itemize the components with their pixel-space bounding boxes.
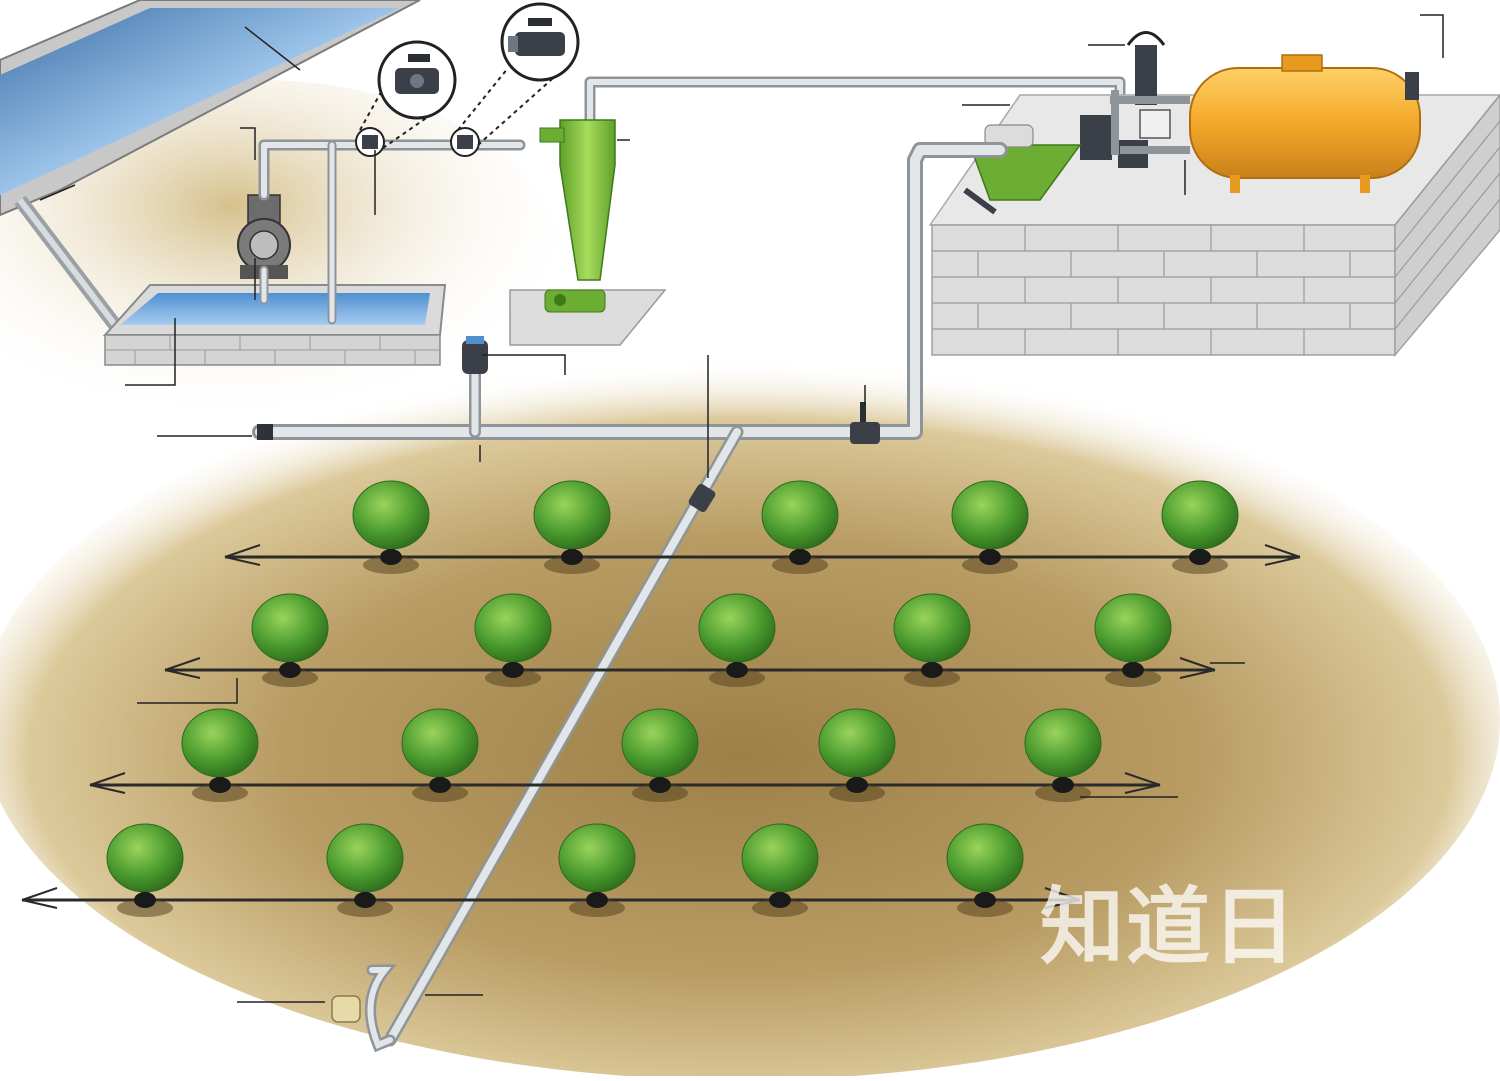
tree-icon bbox=[474, 593, 552, 687]
dripper-icon bbox=[726, 662, 748, 678]
dripper-icon bbox=[561, 549, 583, 565]
tree-icon bbox=[533, 480, 611, 574]
tree-icon bbox=[761, 480, 839, 574]
tree-icon bbox=[741, 823, 819, 917]
tree-icon bbox=[698, 593, 776, 687]
fertilizer-tank bbox=[1189, 54, 1421, 193]
dripper-icon bbox=[789, 549, 811, 565]
dripper-icon bbox=[354, 892, 376, 908]
dripper-icon bbox=[979, 549, 1001, 565]
tree-icon bbox=[1024, 708, 1102, 802]
dripper-icon bbox=[921, 662, 943, 678]
dripper-icon bbox=[134, 892, 156, 908]
tree-icon bbox=[1094, 593, 1172, 687]
water-pool bbox=[102, 284, 447, 366]
dripper-icon bbox=[502, 662, 524, 678]
main-pipe bbox=[252, 142, 1008, 440]
dripper-icon bbox=[769, 892, 791, 908]
ball-valve-zoom-1 bbox=[377, 40, 457, 120]
tree-icon bbox=[558, 823, 636, 917]
tree-icon bbox=[1161, 480, 1239, 574]
dripper-icon bbox=[846, 777, 868, 793]
tree-icon bbox=[401, 708, 479, 802]
ball-valve-zoom-2 bbox=[500, 2, 580, 82]
dripper-icon bbox=[649, 777, 671, 793]
tree-icon bbox=[251, 593, 329, 687]
leader-lines bbox=[39, 14, 1444, 1003]
ball-valve-icon bbox=[355, 127, 480, 157]
dripper-icon bbox=[1052, 777, 1074, 793]
tree-icon bbox=[946, 823, 1024, 917]
dripper-icon bbox=[209, 777, 231, 793]
dripper-icon bbox=[380, 549, 402, 565]
pipe-end-cap bbox=[257, 424, 273, 440]
sub-main-pipe bbox=[364, 425, 744, 1053]
dripper-icon bbox=[586, 892, 608, 908]
dripper-icon bbox=[1122, 662, 1144, 678]
dripper-icon bbox=[974, 892, 996, 908]
tree-rows bbox=[106, 480, 1239, 917]
flush-valve bbox=[331, 995, 361, 1023]
water-pump-icon bbox=[237, 194, 291, 279]
pump-pipes bbox=[258, 76, 1126, 325]
tree-icon bbox=[621, 708, 699, 802]
tree-icon bbox=[951, 480, 1029, 574]
dripper-icon bbox=[429, 777, 451, 793]
drip-lateral-lines bbox=[22, 555, 1300, 902]
dripper-icon bbox=[1189, 549, 1211, 565]
fertilizer-pipe bbox=[1110, 90, 1190, 155]
screen-filter bbox=[963, 124, 1082, 215]
tree-icon bbox=[106, 823, 184, 917]
hydrocyclone-separator bbox=[509, 119, 667, 346]
submain-valve bbox=[688, 484, 716, 512]
tree-icon bbox=[352, 480, 430, 574]
tree-icon bbox=[818, 708, 896, 802]
air-release-valve bbox=[462, 336, 488, 374]
tree-icon bbox=[893, 593, 971, 687]
lateral-end-markers bbox=[21, 544, 1301, 909]
tree-icon bbox=[326, 823, 404, 917]
dripper-icon bbox=[279, 662, 301, 678]
solar-panel-icon bbox=[0, 0, 421, 330]
main-valve bbox=[850, 402, 880, 444]
tree-icon bbox=[181, 708, 259, 802]
